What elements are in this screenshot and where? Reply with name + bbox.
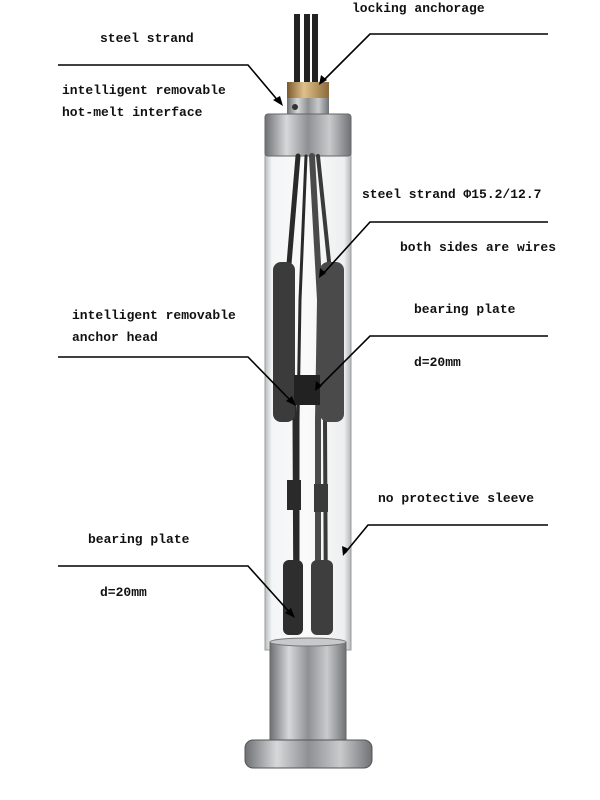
label-bearing-plate-left: bearing plate bbox=[88, 532, 190, 547]
label-d-left: d=20mm bbox=[100, 585, 147, 600]
leader-steel-strand-spec bbox=[321, 221, 548, 276]
label-both-sides-wires: both sides are wires bbox=[400, 240, 557, 255]
label-locking-anchorage: locking anchorage bbox=[352, 1, 485, 16]
label-no-protective-sleeve: no protective sleeve bbox=[378, 491, 535, 506]
label-bearing-plate-right: bearing plate bbox=[414, 302, 516, 317]
hot-melt-collar bbox=[287, 98, 329, 116]
locking-anchorage-collar bbox=[287, 82, 329, 98]
leader-locking-anchorage bbox=[321, 33, 548, 83]
arrowheads bbox=[273, 75, 349, 618]
steel-strands bbox=[294, 14, 318, 84]
label-anchor-head-line2: anchor head bbox=[72, 330, 158, 345]
bottom-cylinder-top bbox=[269, 637, 347, 647]
leader-bearing-plate-right bbox=[317, 335, 548, 389]
anchor-heads bbox=[273, 262, 344, 635]
top-cap bbox=[264, 113, 352, 157]
hot-melt-port bbox=[292, 104, 298, 110]
label-hot-melt-line2: hot-melt interface bbox=[62, 105, 203, 120]
label-anchor-head-line1: intelligent removable bbox=[72, 308, 236, 323]
base-plate bbox=[244, 739, 373, 769]
label-hot-melt-line1: intelligent removable bbox=[62, 83, 226, 98]
leader-lines bbox=[58, 33, 548, 616]
leader-no-sleeve bbox=[344, 524, 548, 554]
leader-anchor-head bbox=[58, 356, 294, 404]
label-steel-strand: steel strand bbox=[100, 31, 194, 46]
leader-bearing-plate-left bbox=[58, 565, 293, 616]
leader-steel-strand bbox=[58, 64, 281, 104]
bottom-cylinder bbox=[269, 641, 347, 743]
label-steel-strand-spec: steel strand Φ15.2/12.7 bbox=[362, 187, 542, 202]
label-d-right: d=20mm bbox=[414, 355, 461, 370]
